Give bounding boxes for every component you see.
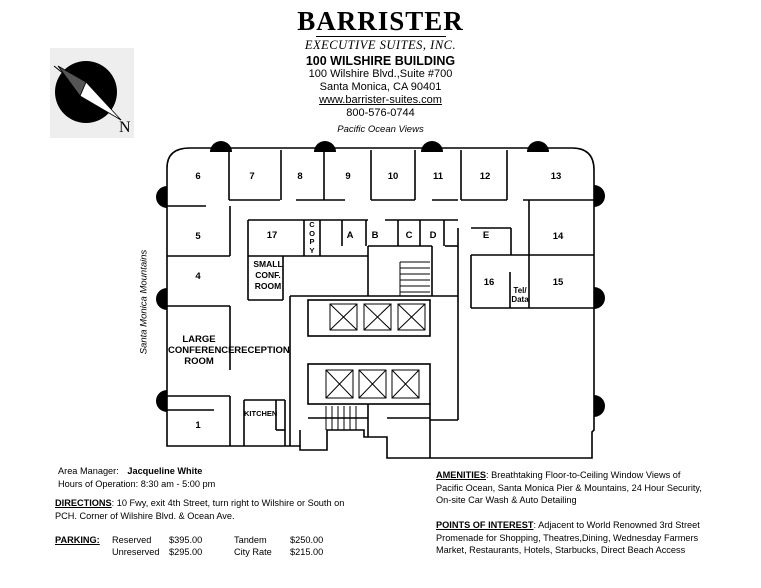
website-link-row: www.barrister-suites.com bbox=[0, 94, 761, 106]
brand-name: BARRISTER bbox=[297, 6, 464, 36]
stair-treads bbox=[325, 261, 430, 430]
room-4-label: 4 bbox=[195, 271, 201, 282]
area-manager-label: Area Manager: bbox=[58, 466, 119, 476]
room-9-label: 9 bbox=[345, 171, 351, 182]
room-c-label: C bbox=[405, 230, 413, 241]
room-6-label: 6 bbox=[195, 171, 201, 182]
room-7-label: 7 bbox=[249, 171, 255, 182]
room-8-label: 8 bbox=[297, 171, 303, 182]
directions: DIRECTIONS: 10 Fwy, exit 4th Street, tur… bbox=[55, 497, 344, 522]
parking-reserved-label: Reserved bbox=[112, 535, 152, 545]
parking-unreserved-label: Unreserved bbox=[112, 547, 160, 557]
room-13-label: 13 bbox=[550, 171, 562, 182]
room-5-label: 5 bbox=[195, 231, 201, 242]
website-link[interactable]: www.barrister-suites.com bbox=[319, 94, 442, 106]
directions-line-2: PCH. Corner of Wilshire Blvd. & Ocean Av… bbox=[55, 510, 235, 521]
parking-city-rate-price: $215.00 bbox=[290, 547, 324, 557]
amenities-line-2: Pacific Ocean, Santa Monica Pier & Mount… bbox=[436, 482, 702, 493]
area-manager: Area Manager: Jacqueline White bbox=[58, 465, 202, 478]
poi-line-3: Market, Restaurants, Hotels, Starbucks, … bbox=[436, 545, 686, 555]
small-conf-line-1: SMALL bbox=[253, 259, 283, 269]
brand-divider bbox=[316, 36, 446, 37]
room-12-label: 12 bbox=[479, 171, 491, 182]
directions-line-1: : 10 Fwy, exit 4th Street, turn right to… bbox=[111, 498, 345, 508]
room-17-label: 17 bbox=[266, 230, 278, 241]
large-conf-line-1: LARGE bbox=[182, 334, 216, 345]
large-conf-line-2: CONFERENCE bbox=[168, 345, 235, 356]
room-b-label: B bbox=[371, 230, 379, 241]
directions-heading: DIRECTIONS bbox=[55, 498, 112, 508]
poi-line-2: Promenade for Shopping, Theatres,Dining,… bbox=[436, 532, 699, 543]
amenities-line-3: On-site Car Wash & Auto Detailing bbox=[436, 495, 577, 505]
phone-number: 800-576-0744 bbox=[346, 107, 415, 119]
small-conf-line-2: CONF. bbox=[255, 270, 281, 280]
parking-tandem-price: $250.00 bbox=[290, 535, 324, 545]
large-conf-line-3: ROOM bbox=[184, 356, 214, 367]
parking-heading: PARKING: bbox=[55, 535, 100, 545]
compass-icon bbox=[50, 48, 134, 138]
tel-data-label: Tel/ Data bbox=[510, 286, 530, 304]
amenities: AMENITIES: Breathtaking Floor-to-Ceiling… bbox=[436, 469, 702, 507]
building-walls bbox=[166, 147, 595, 459]
window-column-icon bbox=[156, 141, 605, 417]
area-manager-name: Jacqueline White bbox=[127, 466, 203, 476]
room-d-label: D bbox=[429, 230, 437, 241]
amenities-line-1: : Breathtaking Floor-to-Ceiling Window V… bbox=[486, 470, 681, 480]
parking-reserved-price: $395.00 bbox=[169, 535, 203, 545]
room-16-label: 16 bbox=[483, 277, 495, 288]
room-e-label: E bbox=[482, 230, 490, 241]
elevator-icon bbox=[325, 303, 426, 399]
building-name: 100 WILSHIRE BUILDING bbox=[305, 54, 456, 68]
small-conf-line-3: ROOM bbox=[254, 281, 282, 291]
poi-line-1: : Adjacent to World Renowned 3rd Street bbox=[533, 520, 700, 530]
tel-data-label-line-1: Tel/ bbox=[513, 286, 527, 295]
tel-data-label-line-2: Data bbox=[511, 295, 529, 304]
copy-room-label: COPY bbox=[309, 220, 315, 255]
ocean-views-label: Pacific Ocean Views bbox=[337, 124, 424, 135]
room-a-label: A bbox=[346, 230, 354, 241]
parking-unreserved-price: $295.00 bbox=[169, 547, 203, 557]
address-line-1: 100 Wilshire Blvd.,Suite #700 bbox=[308, 68, 453, 80]
room-1-label: 1 bbox=[195, 420, 201, 431]
compass-north-label: N bbox=[119, 119, 131, 136]
brand-subtitle: EXECUTIVE SUITES, INC. bbox=[304, 38, 457, 52]
room-10-label: 10 bbox=[387, 171, 399, 182]
hours-of-operation: Hours of Operation: 8:30 am - 5:00 pm bbox=[58, 479, 216, 489]
small-conference-room-label: SMALL CONF. ROOM bbox=[250, 259, 286, 292]
points-of-interest-heading: POINTS OF INTEREST bbox=[436, 520, 534, 530]
reception-label: RECEPTION bbox=[234, 345, 290, 356]
amenities-heading: AMENITIES bbox=[436, 470, 487, 480]
room-11-label: 11 bbox=[432, 171, 444, 182]
address-line-2: Santa Monica, CA 90401 bbox=[319, 81, 442, 93]
kitchen-label: KITCHEN bbox=[244, 409, 278, 418]
large-conference-room-label: LARGE CONFERENCE ROOM bbox=[168, 334, 235, 367]
points-of-interest: POINTS OF INTEREST: Adjacent to World Re… bbox=[436, 519, 700, 557]
room-14-label: 14 bbox=[552, 231, 564, 242]
parking-city-rate-label: City Rate bbox=[234, 547, 272, 557]
room-15-label: 15 bbox=[552, 277, 564, 288]
parking-tandem-label: Tandem bbox=[234, 535, 267, 545]
